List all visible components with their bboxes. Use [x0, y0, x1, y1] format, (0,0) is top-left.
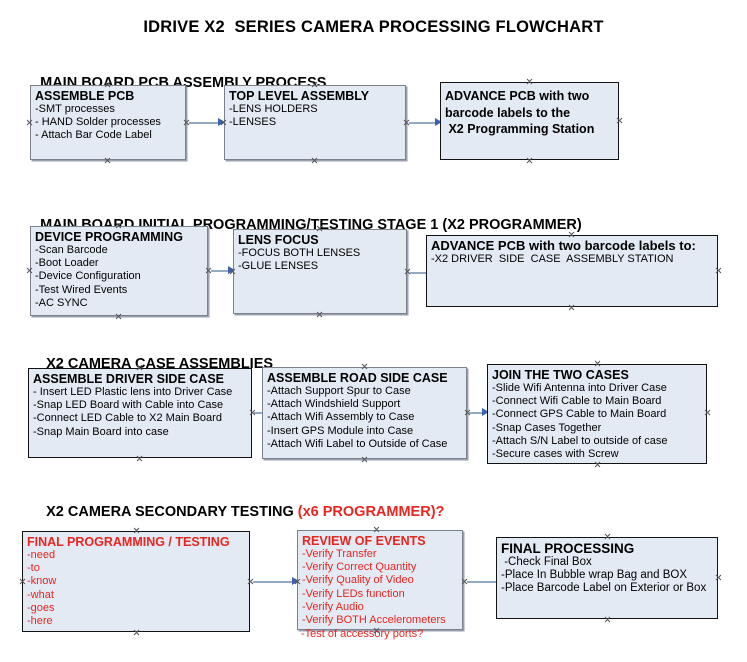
flow-box-line: -goes — [27, 601, 55, 614]
flow-box-review-of-events[interactable]: REVIEW OF EVENTS -Verify Transfer -Verif… — [297, 530, 463, 630]
flow-box-line: -Verify Correct Quantity — [302, 561, 417, 574]
flow-box-line: -Snap Cases Together — [492, 421, 602, 434]
flow-box-title: ASSEMBLE ROAD SIDE CASE — [267, 371, 448, 385]
arrow-head-icon — [292, 577, 299, 585]
flow-box-line: -know — [27, 575, 57, 588]
section-header-x2-camera-secondary-testing: X2 CAMERA SECONDARY TESTING (x6 PROGRAMM… — [30, 488, 444, 536]
flow-box-line: -X2 DRIVER SIDE CASE ASSEMBLY STATION — [431, 253, 674, 265]
flow-box-line: -Verify Transfer — [302, 548, 377, 560]
flow-box-line: -SMT processes — [35, 103, 115, 115]
flow-box-line: - Attach Bar Code Label — [35, 129, 152, 142]
connector-lens-focus-to-advance-pcb — [410, 272, 432, 274]
flow-box-line: -Device Configuration — [35, 270, 141, 283]
flow-box-line: -Connect LED Cable to X2 Main Board — [33, 412, 222, 425]
flow-box-line: -Snap Main Board into case — [33, 425, 169, 438]
flow-box-line: -Attach S/N Label to outside of case — [492, 434, 668, 447]
flow-box-line: -Place Barcode Label on Exterior or Box — [501, 582, 707, 595]
flow-box-line: -Attach Support Spur to Case — [267, 385, 411, 397]
flow-box-line: -LENS HOLDERS — [229, 103, 318, 115]
connector-device-programming-to-lens-focus — [211, 270, 229, 272]
arrow-head-icon — [228, 266, 235, 274]
flow-box-title: ASSEMBLE DRIVER SIDE CASE — [33, 372, 225, 386]
flow-box-title: DEVICE PROGRAMMING — [35, 230, 183, 244]
flow-box-advance-pcb-to-driver-side-case-assembly[interactable]: ADVANCE PCB with two barcode labels to: … — [426, 235, 718, 307]
flow-box-line: -Boot Loader — [35, 257, 99, 270]
flow-box-line: -Verify Quality of Video — [302, 574, 414, 587]
flow-box-line: -Attach Wifi Assembly to Case — [267, 411, 415, 424]
flow-box-title: REVIEW OF EVENTS — [302, 534, 426, 548]
flow-box-line: -Verify Audio — [302, 600, 364, 613]
arrow-head-icon — [435, 118, 442, 126]
section-header-text: X2 CAMERA SECONDARY TESTING — [46, 504, 298, 520]
flow-box-line: -need — [27, 549, 56, 561]
flow-box-line: -Verify BOTH Accelerometers — [302, 614, 446, 627]
flow-box-line: -GLUE LENSES — [238, 260, 319, 273]
flow-box-line: -Scan Barcode — [35, 244, 108, 256]
flow-box-line: -AC SYNC — [35, 296, 88, 309]
flow-box-line: -FOCUS BOTH LENSES — [238, 247, 361, 259]
flow-box-overflow-line: -Test of accessory ports? — [301, 628, 424, 640]
flow-box-title: ASSEMBLE PCB — [35, 89, 135, 103]
page-title: IDRIVE X2 SERIES CAMERA PROCESSING FLOWC… — [143, 18, 604, 36]
arrow-head-icon — [218, 118, 225, 126]
flow-box-assemble-pcb[interactable]: ASSEMBLE PCB -SMT processes - HAND Solde… — [30, 85, 186, 160]
flow-box-title: LENS FOCUS — [238, 233, 319, 247]
flow-box-line: - HAND Solder processes — [35, 116, 161, 129]
connector-final-programming-to-review-of-events — [253, 581, 293, 583]
flow-box-final-programming-testing[interactable]: FINAL PROGRAMMING / TESTING -need -to -k… — [22, 531, 250, 632]
flow-box-line: -Snap LED Board with Cable into Case — [33, 399, 224, 412]
flow-box-title: FINAL PROCESSING — [501, 541, 635, 556]
flow-box-line: - Insert LED Plastic lens into Driver Ca… — [33, 386, 233, 398]
flow-box-line: -Verify LEDs function — [302, 587, 405, 600]
connector-driver-side-case-to-road-side-case — [254, 412, 267, 414]
flow-box-line: -LENSES — [229, 116, 277, 129]
flow-box-top-level-assembly[interactable]: TOP LEVEL ASSEMBLY -LENS HOLDERS -LENSES — [224, 85, 406, 160]
connector-top-level-assembly-to-advance-pcb — [409, 122, 436, 124]
flow-box-line: -Connect GPS Cable to Main Board — [492, 408, 667, 421]
flow-box-title: TOP LEVEL ASSEMBLY — [229, 89, 370, 103]
section-header-accent: (x6 PROGRAMMER)? — [297, 504, 445, 520]
flow-box-line: -Test Wired Events — [35, 283, 128, 296]
flow-box-title: ADVANCE PCB with two barcode labels to: — [431, 238, 696, 253]
connector-road-side-case-to-join-the-two-cases — [469, 412, 483, 414]
flow-box-line: -Connect Wifi Cable to Main Board — [492, 395, 662, 408]
connector-review-of-events-to-final-processing — [467, 581, 500, 583]
flow-box-assemble-road-side-case[interactable]: ASSEMBLE ROAD SIDE CASE -Attach Support … — [262, 367, 467, 459]
arrow-head-icon — [482, 408, 489, 416]
flow-box-line: -what — [27, 588, 54, 601]
connector-assemble-pcb-to-top-level-assembly — [189, 122, 219, 124]
flow-box-line: -Attach Wifi Label to Outside of Case — [267, 437, 448, 450]
flow-box-title: ADVANCE PCB with two barcode labels to t… — [445, 89, 595, 136]
flow-box-join-the-two-cases[interactable]: JOIN THE TWO CASES -Slide Wifi Antenna i… — [487, 364, 707, 464]
flow-box-line: -Check Final Box — [501, 556, 592, 568]
flow-box-assemble-driver-side-case[interactable]: ASSEMBLE DRIVER SIDE CASE - Insert LED P… — [28, 368, 252, 458]
flow-box-line: -Place In Bubble wrap Bag and BOX — [501, 569, 688, 582]
flow-box-final-processing[interactable]: FINAL PROCESSING -Check Final Box -Place… — [496, 537, 718, 619]
flow-box-lens-focus[interactable]: LENS FOCUS -FOCUS BOTH LENSES -GLUE LENS… — [233, 229, 407, 314]
flow-box-title: JOIN THE TWO CASES — [492, 368, 629, 382]
flow-box-device-programming[interactable]: DEVICE PROGRAMMING -Scan Barcode -Boot L… — [30, 226, 208, 316]
flow-box-line: -Secure cases with Screw — [492, 448, 619, 461]
flow-box-line: -Attach Windshield Support — [267, 398, 401, 411]
flow-box-line: -to — [27, 562, 40, 575]
flow-box-line: -Slide Wifi Antenna into Driver Case — [492, 382, 667, 394]
flow-box-line: -here — [27, 615, 53, 628]
flow-box-line: -Insert GPS Module into Case — [267, 424, 414, 437]
flow-box-title: FINAL PROGRAMMING / TESTING — [27, 535, 230, 549]
flow-box-advance-pcb-to-x2-programming-station[interactable]: ADVANCE PCB with two barcode labels to t… — [440, 82, 619, 160]
